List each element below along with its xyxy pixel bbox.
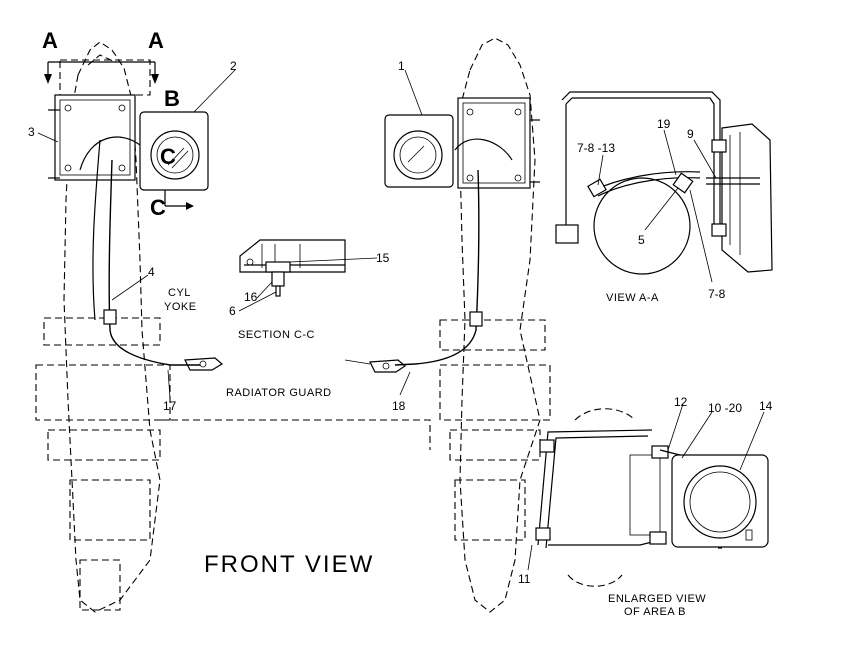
leader-12: [667, 403, 684, 451]
view-aa-caption: VIEW A-A: [606, 292, 659, 304]
section-a-right-label: A: [148, 28, 164, 53]
leader-2: [193, 69, 236, 113]
leader-16: [256, 281, 273, 299]
leader-7-8: [689, 189, 713, 283]
part-label-3: 3: [28, 125, 35, 139]
part-label-7-8: 7-8: [708, 287, 726, 301]
left-mirror-assembly: [35, 41, 431, 613]
part-label-19: 19: [657, 117, 671, 131]
part-label-4: 4: [148, 265, 155, 279]
leader-6: [238, 291, 277, 312]
section-a-left-label: A: [42, 28, 58, 53]
front-view-caption: FRONT VIEW: [204, 551, 374, 578]
part-label-9: 9: [687, 127, 694, 141]
part-label-15: 15: [376, 251, 390, 265]
leader-10-20: [681, 411, 713, 459]
enlarged-view-area-b: [535, 408, 769, 587]
cyl-caption: CYL: [168, 287, 191, 299]
part-label-1: 1: [398, 59, 405, 73]
part-label-10-20: 10 -20: [708, 401, 742, 415]
leader-5: [644, 187, 679, 231]
enlarged-view-caption-line2: OF AREA B: [624, 606, 686, 618]
section-c-arrow-label: C: [150, 195, 166, 220]
leader-3: [37, 132, 59, 143]
part-label-7-8-13: 7-8 -13: [577, 141, 615, 155]
part-label-17: 17: [163, 399, 177, 413]
part-label-18: 18: [392, 399, 406, 413]
enlarged-view-caption-line1: ENLARGED VIEW: [608, 593, 706, 605]
section-c-circle-label: C: [160, 144, 176, 169]
leader-14: [739, 411, 765, 471]
leader-7-8-13: [597, 154, 604, 186]
leader-17: [167, 369, 171, 399]
leader-11: [527, 544, 533, 571]
section-cc-caption: SECTION C-C: [238, 329, 315, 341]
part-label-5: 5: [638, 233, 645, 247]
yoke-caption: YOKE: [164, 301, 197, 313]
section-cc-detail: [239, 239, 378, 297]
radiator-guard-caption: RADIATOR GUARD: [226, 387, 332, 399]
section-b-label: B: [164, 86, 180, 111]
leader-9: [693, 139, 717, 179]
leader-4: [111, 274, 149, 301]
view-aa-detail: [555, 91, 773, 275]
part-label-16: 16: [244, 290, 258, 304]
leader-18: [399, 371, 411, 396]
part-label-2: 2: [230, 59, 237, 73]
leader-19: [663, 129, 677, 176]
part-label-14: 14: [759, 399, 773, 413]
right-mirror-assembly: [344, 37, 551, 613]
part-label-6: 6: [229, 304, 236, 318]
part-label-12: 12: [674, 395, 688, 409]
part-label-11: 11: [518, 572, 531, 586]
leader-1: [404, 69, 423, 116]
